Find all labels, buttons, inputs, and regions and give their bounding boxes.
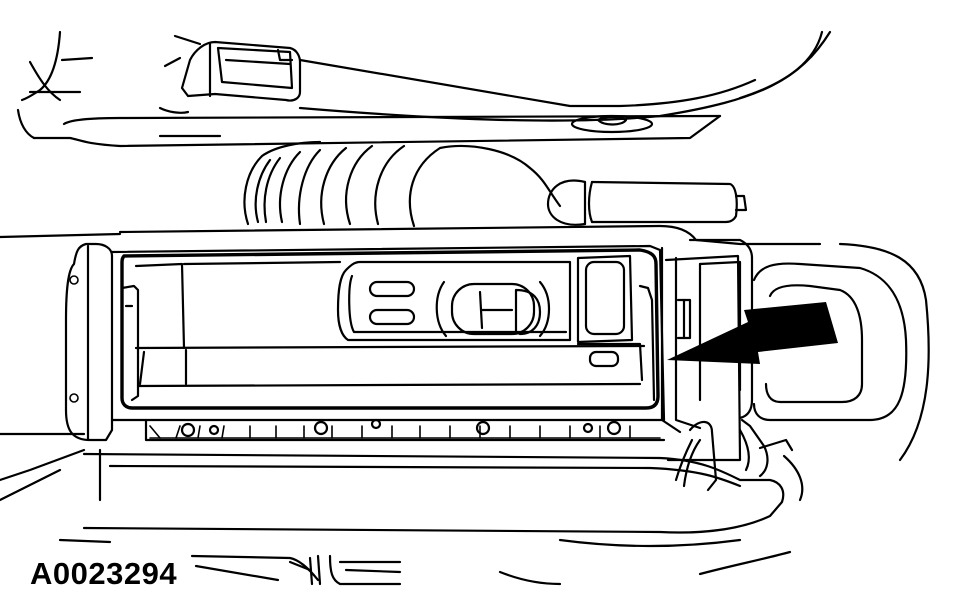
console-latch-housing <box>660 238 908 462</box>
armrest-bin-lid <box>82 418 804 534</box>
gear-shift-boot <box>243 140 562 228</box>
console-body <box>0 224 930 502</box>
parking-brake-handle <box>546 179 748 226</box>
lower-console-detail <box>58 538 792 586</box>
cassette-storage-unit <box>64 242 666 442</box>
figure-id-label: A0023294 <box>30 556 178 591</box>
upper-console-trim <box>16 30 832 148</box>
direction-arrow-icon <box>667 302 838 364</box>
